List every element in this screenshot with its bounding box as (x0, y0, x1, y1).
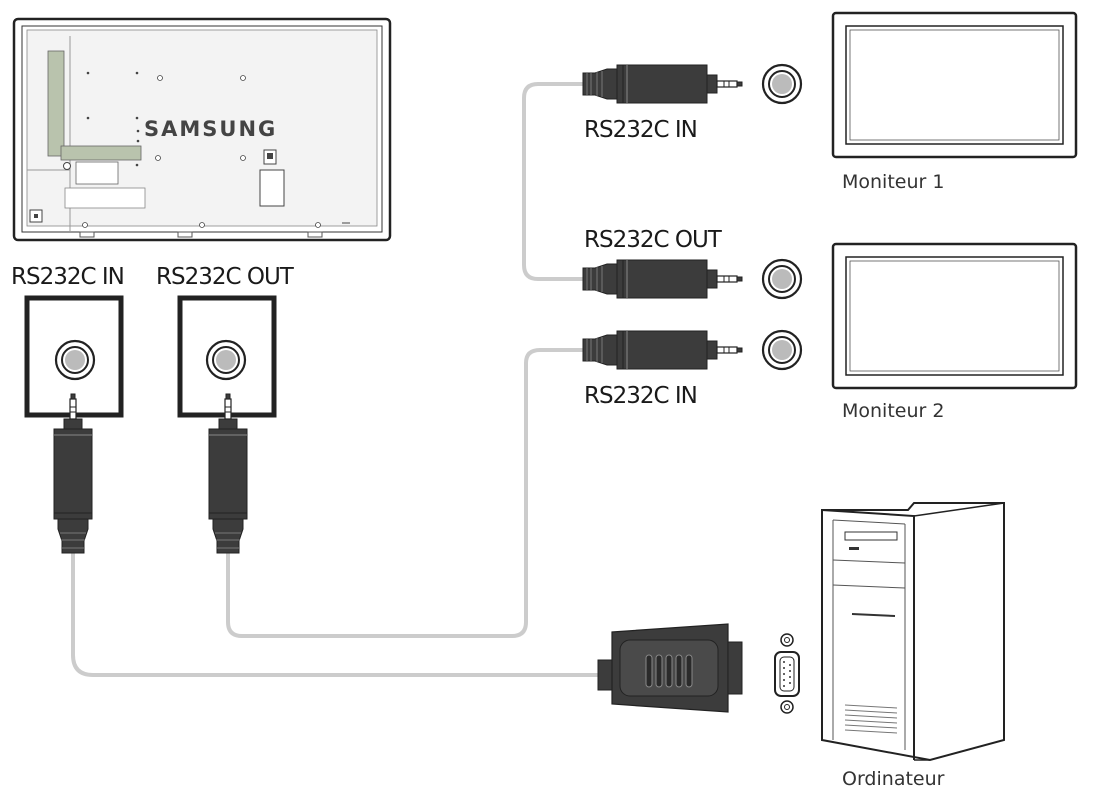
monitor-2 (831, 242, 1078, 390)
cables (71, 82, 600, 677)
cable-display-in-to-computer (71, 550, 600, 677)
db9-serial-plug (597, 623, 743, 713)
computer-name: Ordinateur (842, 768, 945, 790)
monitor1-port-in-label: RS232C IN (584, 117, 698, 143)
display-brand-logo: SAMSUNG (144, 117, 277, 141)
plug-display-in (53, 393, 93, 554)
monitor-1 (831, 11, 1078, 159)
monitor1-port-out-label: RS232C OUT (584, 227, 722, 253)
plug-display-out (208, 393, 248, 554)
display-port-in-label: RS232C IN (11, 264, 125, 290)
display-port-out-label: RS232C OUT (156, 264, 294, 290)
computer-tower (821, 502, 1005, 762)
monitor2-port-in-label: RS232C IN (584, 383, 698, 409)
monitor1-name: Moniteur 1 (842, 171, 945, 193)
monitor2-name: Moniteur 2 (842, 400, 945, 422)
cable-daisy-chain (522, 82, 585, 281)
db9-serial-port (774, 633, 800, 714)
plug-monitor2-in (582, 330, 743, 370)
monitor1-jack-out (761, 258, 803, 300)
display-rear-panel: SAMSUNG (12, 17, 392, 242)
plug-monitor1-out (582, 259, 743, 299)
monitor1-jack-in (761, 63, 803, 105)
monitor2-jack-in (761, 329, 803, 371)
plug-monitor1-in (582, 64, 743, 104)
cable-display-out-to-monitor2 (226, 348, 585, 638)
